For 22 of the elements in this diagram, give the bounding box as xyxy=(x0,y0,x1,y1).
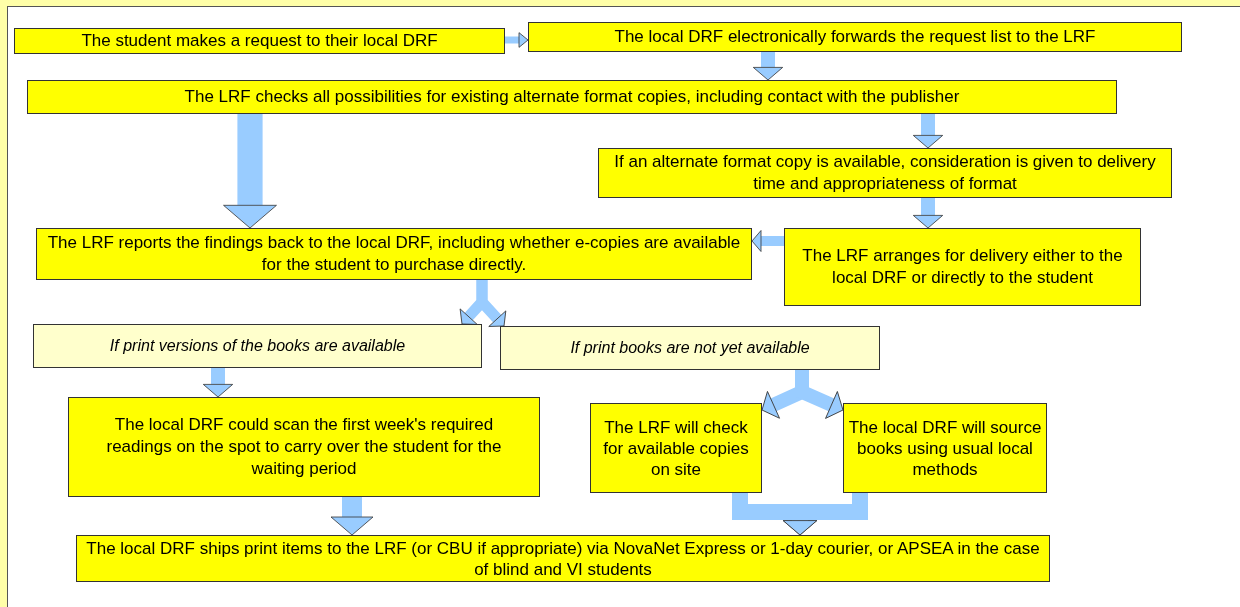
process-box: The local DRF will source books using usual local methods xyxy=(843,403,1047,493)
block-arrow xyxy=(223,114,277,229)
process-box: The LRF checks all possibilities for existing alternate format copies, including contact with the publisher xyxy=(27,80,1117,114)
block-arrow xyxy=(782,493,868,536)
block-arrow xyxy=(202,368,234,398)
process-box: The student makes a request to their local DRF xyxy=(14,28,505,54)
condition-box: If print books are not yet available xyxy=(500,326,880,370)
block-arrow xyxy=(476,280,507,327)
process-box: The local DRF electronically forwards the request list to the LRF xyxy=(528,22,1182,52)
condition-box: If print versions of the books are available xyxy=(33,324,482,368)
process-box: The LRF arranges for delivery either to the local DRF or directly to the student xyxy=(784,228,1141,306)
block-arrow xyxy=(751,230,784,252)
block-arrow xyxy=(752,52,784,81)
block-arrow xyxy=(912,198,944,229)
process-box: If an alternate format copy is available, consideration is given to delivery time and appropriateness of format xyxy=(598,148,1172,198)
process-box: The local DRF could scan the first week's required readings on the spot to carry over the student for the waiting period xyxy=(68,397,540,497)
process-box: The local DRF ships print items to the LRF (or CBU if appropriate) via NovaNet Express or 1-day courier, or APSEA in the case of blind and VI students xyxy=(76,535,1050,582)
process-box: The LRF reports the findings back to the local DRF, including whether e-copies are available for the student to purchase directly. xyxy=(36,228,752,280)
block-arrow xyxy=(912,114,944,149)
process-box: The LRF will check for available copies on site xyxy=(590,403,762,493)
block-arrow xyxy=(330,497,374,536)
block-arrow xyxy=(505,32,529,48)
